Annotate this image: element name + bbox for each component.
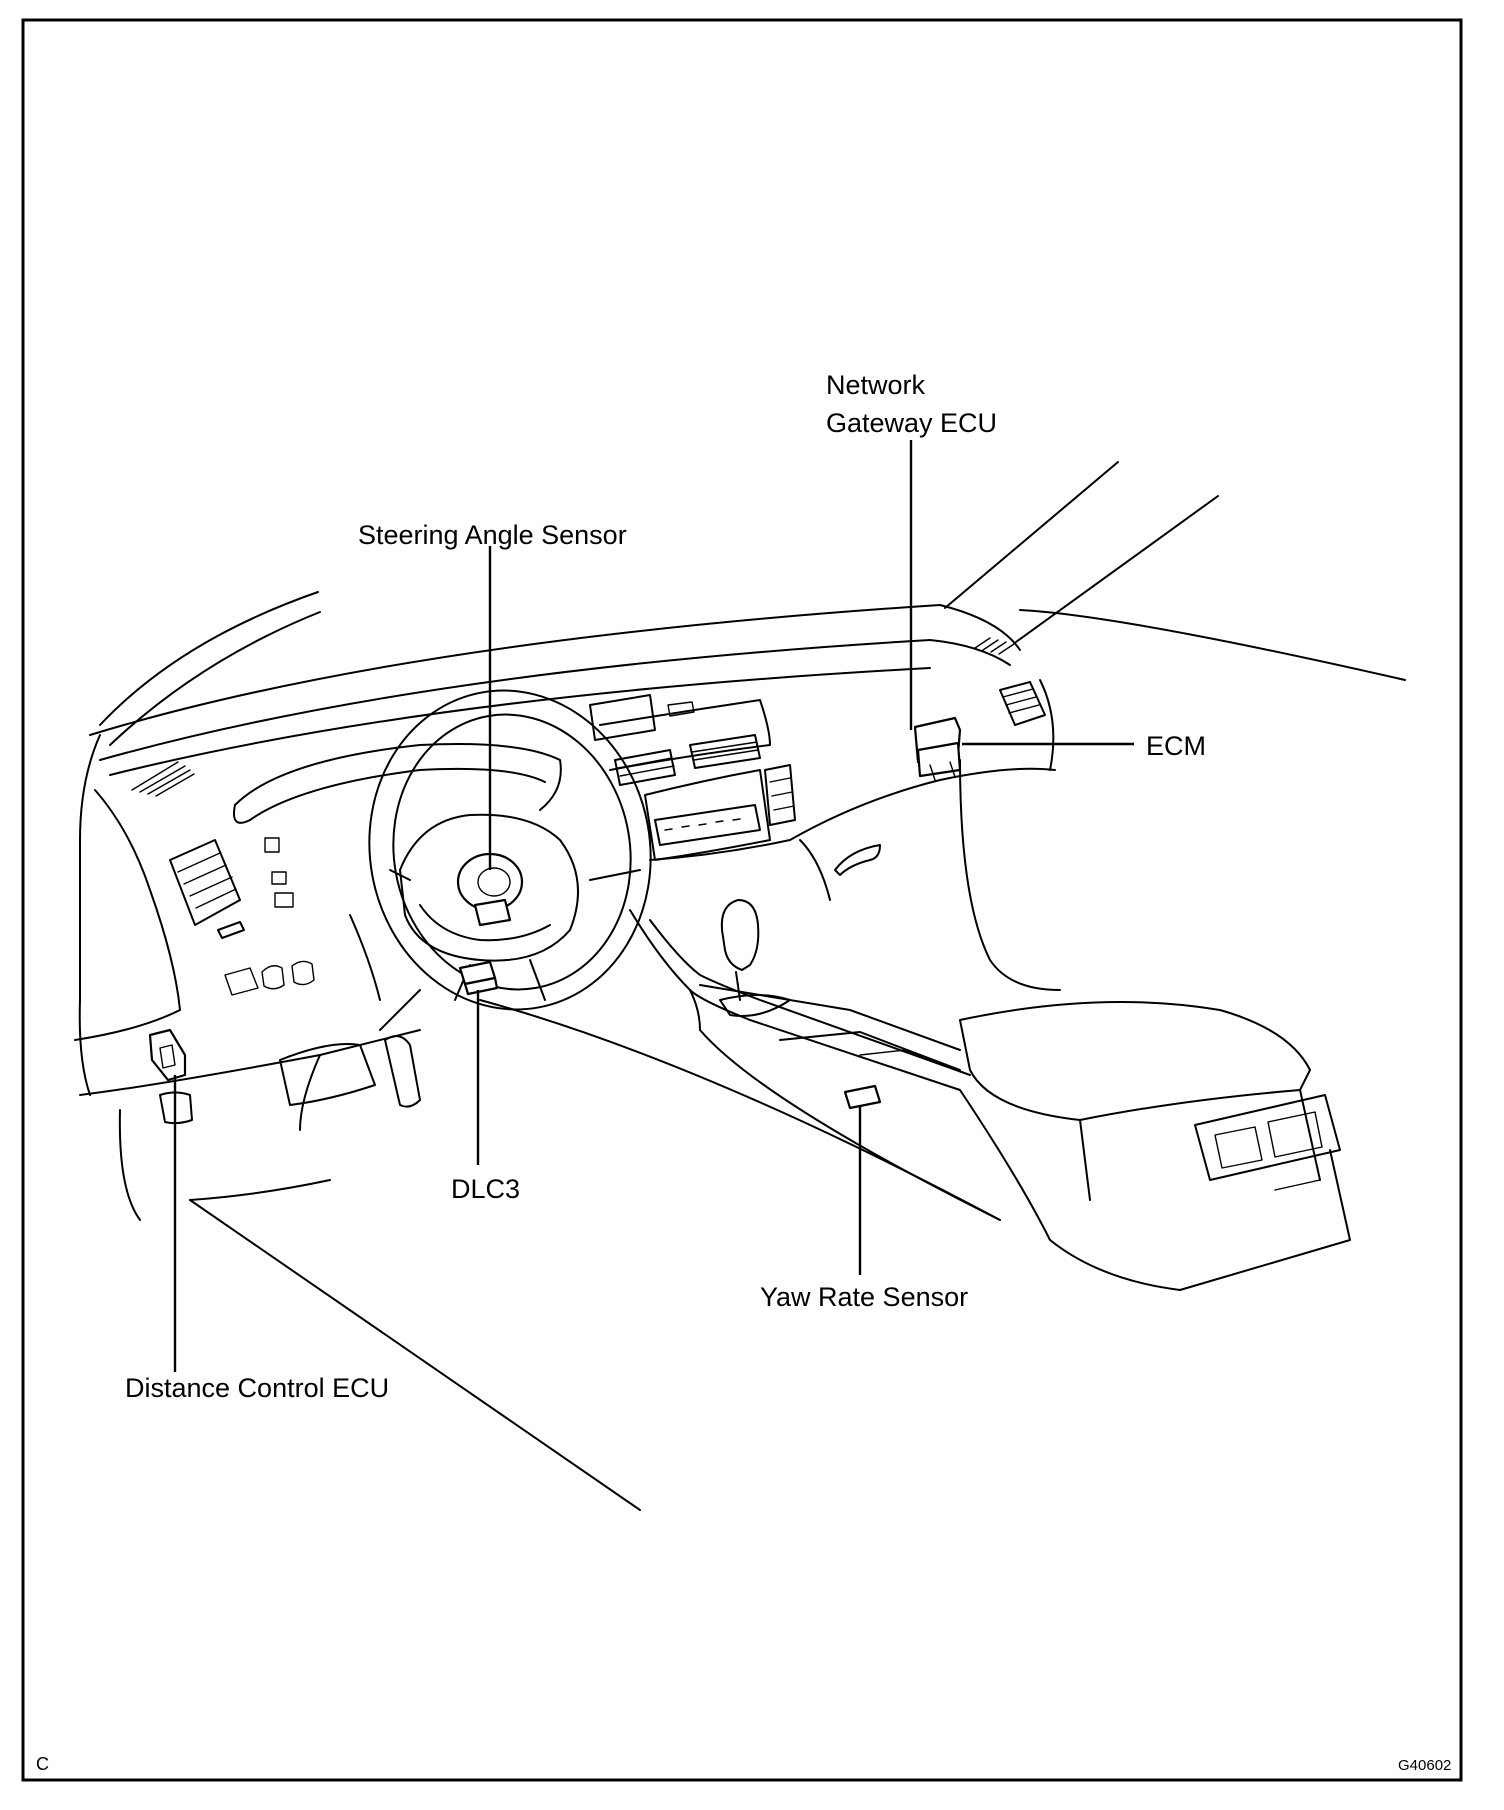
vehicle-interior-drawing [74, 461, 1406, 1511]
yaw-rate-sensor-label: Yaw Rate Sensor [760, 1282, 968, 1312]
dlc3-connector-shape [458, 960, 499, 996]
network-gateway-ecu-label-line1: Network [826, 370, 926, 400]
yaw-rate-sensor-shape [843, 1084, 882, 1110]
ecm-label: ECM [1146, 731, 1206, 761]
distance-control-ecu-label: Distance Control ECU [125, 1373, 389, 1403]
network-gateway-ecu-label-line2: Gateway ECU [826, 408, 997, 438]
steering-angle-sensor-label: Steering Angle Sensor [358, 520, 627, 550]
corner-code-left: C [36, 1754, 49, 1774]
figure-id: G40602 [1398, 1757, 1451, 1774]
dlc3-label: DLC3 [451, 1174, 520, 1204]
figure-border [21, 18, 1463, 1782]
distance-control-ecu-shape [148, 1028, 187, 1082]
ecm-module-shape [913, 716, 962, 781]
steering-angle-sensor-shape [456, 852, 524, 927]
